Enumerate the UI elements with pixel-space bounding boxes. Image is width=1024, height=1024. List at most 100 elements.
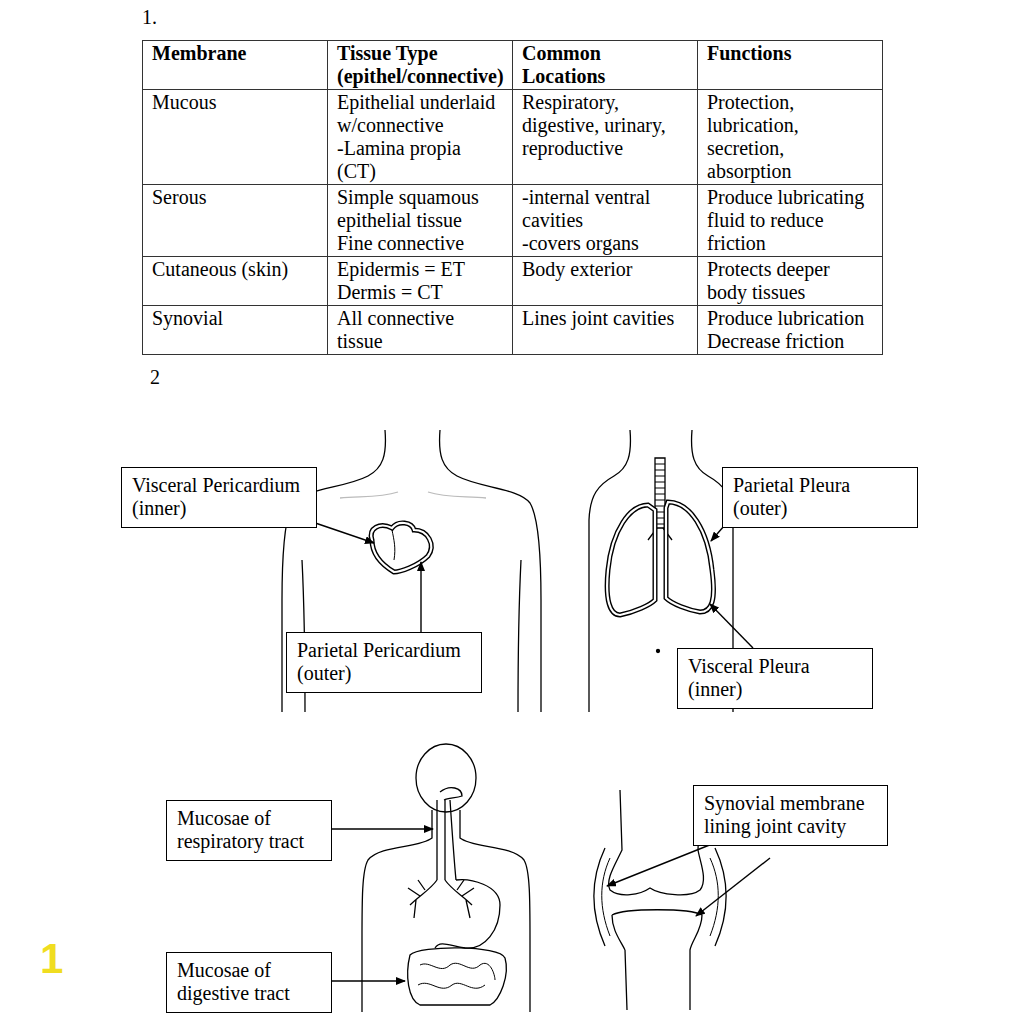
header-cell: Common Locations [513, 41, 698, 90]
cell-text: Synovial [152, 307, 314, 330]
header-cell: Membrane [143, 41, 328, 90]
table-cell: -internal ventral cavities-covers organs [513, 185, 698, 257]
tibia [612, 910, 702, 1010]
cell-text: All connective tissue [337, 307, 499, 353]
table-cell: Respiratory, digestive, urinary, reprodu… [513, 90, 698, 185]
head [416, 744, 476, 812]
column-heading: Tissue Type (epithel/connective) [337, 42, 499, 88]
bronchial-tree [408, 880, 474, 918]
digestive-figure [362, 744, 530, 1012]
body-outline [460, 810, 530, 1012]
leader-arrow [607, 840, 722, 886]
cell-text: Dermis = CT [337, 281, 499, 304]
right-lung-inner [666, 502, 714, 612]
table-cell: Simple squamous epithelial tissueFine co… [328, 185, 513, 257]
table-cell: Mucous [143, 90, 328, 185]
heart-outer [371, 523, 431, 572]
front-torso-figure [282, 430, 541, 712]
joint-capsule [594, 848, 727, 946]
cell-text: Produce lubrication [707, 307, 869, 330]
leader-arrow [332, 828, 433, 829]
cell-text: Lines joint cavities [522, 307, 684, 330]
clavicle-line [428, 492, 486, 498]
callout-box: Visceral Pericardium (inner) [121, 467, 317, 528]
cell-text: Respiratory, digestive, urinary, reprodu… [522, 91, 684, 160]
callout-label: Visceral Pleura (inner) [688, 655, 846, 701]
callout-box: Parietal Pleura (outer) [722, 467, 918, 528]
cell-text: Produce lubricating fluid to reduce fric… [707, 186, 869, 255]
table-cell: Synovial [143, 306, 328, 355]
left-lung [607, 505, 655, 615]
heart-inner [371, 523, 431, 572]
table-cell: Epithelial underlaid w/connective-Lamina… [328, 90, 513, 185]
table-cell: All connective tissue [328, 306, 513, 355]
cell-text: Serous [152, 186, 314, 209]
callout-box: Visceral Pleura (inner) [677, 648, 873, 709]
synovial-membrane [602, 858, 719, 936]
table-body: Membrane Tissue Type (epithel/connective)… [143, 41, 883, 355]
table-cell: Epidermis = ETDermis = CT [328, 257, 513, 306]
callout-box: Synovial membrane lining joint cavity [693, 785, 888, 846]
leader-arrow [710, 604, 753, 648]
header-row: Membrane Tissue Type (epithel/connective)… [143, 41, 883, 90]
callout-label: Mucosae of respiratory tract [177, 807, 321, 853]
column-heading: Common Locations [522, 42, 684, 88]
callout-label: Parietal Pericardium (outer) [297, 639, 471, 685]
callout-box: Parietal Pericardium (outer) [286, 632, 482, 693]
table-row: Mucous Epithelial underlaid w/connective-… [143, 90, 883, 185]
esophagus [450, 800, 456, 880]
left-lung-inner [607, 505, 655, 615]
navel-dot [657, 650, 660, 653]
intestine [408, 948, 507, 1005]
table-cell: Produce lubricating fluid to reduce fric… [698, 185, 883, 257]
callout-label: Visceral Pericardium (inner) [132, 474, 306, 520]
header-cell: Tissue Type (epithel/connective) [328, 41, 513, 90]
cell-text: Decrease friction [707, 330, 869, 353]
arm-line [518, 560, 521, 712]
right-lung [666, 502, 714, 612]
table-cell: Serous [143, 185, 328, 257]
question-number: 2 [150, 366, 160, 389]
table-cell: Cutaneous (skin) [143, 257, 328, 306]
nasal-cavity [440, 788, 462, 800]
cell-text: Protects deeper body tissues [707, 258, 869, 304]
cell-text: -Lamina propia (CT) [337, 137, 499, 183]
table-row: Cutaneous (skin) Epidermis = ETDermis = C… [143, 257, 883, 306]
leader-arrow [696, 858, 770, 916]
column-heading: Membrane [152, 42, 314, 65]
table-row: Serous Simple squamous epithelial tissueF… [143, 185, 883, 257]
header-cell: Functions [698, 41, 883, 90]
table-cell: Produce lubricationDecrease friction [698, 306, 883, 355]
table-cell: Protects deeper body tissues [698, 257, 883, 306]
table-cell: Body exterior [513, 257, 698, 306]
leader-arrow [332, 980, 405, 981]
cell-text: Mucous [152, 91, 314, 114]
column-heading: Functions [707, 42, 869, 65]
leader-arrow [711, 526, 724, 541]
membrane-table: Membrane Tissue Type (epithel/connective)… [142, 40, 883, 355]
stomach [435, 880, 500, 948]
intestine-loops [418, 963, 495, 988]
cell-text: Epithelial underlaid w/connective [337, 91, 499, 137]
callout-label: Parietal Pleura (outer) [733, 474, 891, 520]
leader-arrow [420, 562, 421, 632]
table-cell: Lines joint cavities [513, 306, 698, 355]
cell-text: Cutaneous (skin) [152, 258, 314, 281]
heart-detail [392, 530, 395, 560]
cell-text: -internal ventral cavities [522, 186, 684, 232]
cell-text: Protection, lubrication, secretion, abso… [707, 91, 869, 183]
callout-label: Synovial membrane lining joint cavity [704, 792, 877, 838]
cell-text: Simple squamous epithelial tissue [337, 186, 499, 232]
cell-text: Fine connective [337, 232, 499, 255]
question-number: 1. [142, 6, 157, 29]
cell-text: -covers organs [522, 232, 684, 255]
callout-box: Mucosae of respiratory tract [166, 800, 332, 861]
watermark-number: 1 [40, 936, 63, 982]
table-cell: Protection, lubrication, secretion, abso… [698, 90, 883, 185]
cell-text: Epidermis = ET [337, 258, 499, 281]
callout-label: Mucosae of digestive tract [177, 959, 321, 1005]
leader-lines [286, 513, 770, 981]
cell-text: Body exterior [522, 258, 684, 281]
trachea [437, 800, 445, 880]
